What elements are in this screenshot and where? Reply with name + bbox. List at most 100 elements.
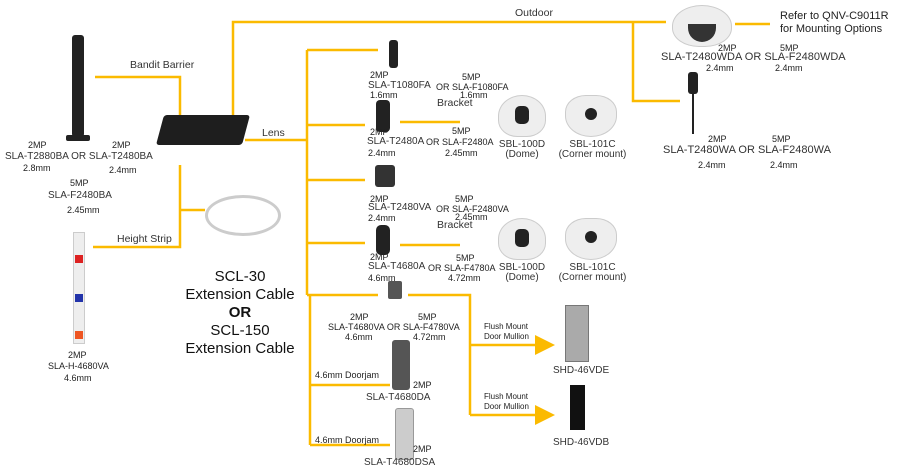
doorjam-label: 4.6mm Doorjam (315, 370, 380, 380)
sensor-T2480A (376, 100, 390, 132)
height-lens: 4.6mm (64, 373, 92, 383)
flush-a: Flush Mount (484, 392, 529, 401)
refer-line-2: for Mounting Options (780, 23, 883, 35)
mp5: 5MP (780, 43, 799, 53)
lens-label: Lens (262, 127, 285, 139)
bandit-barrier-image (72, 35, 84, 137)
mullion-VDE-image (565, 305, 589, 362)
dome-bracket-image (498, 95, 546, 137)
model2: SLA-T2480VA (368, 202, 432, 213)
corner-model: SBL-101C (569, 139, 616, 150)
lens5: 2.45mm (445, 148, 478, 158)
nvr-switch-image (155, 115, 251, 145)
mullion-trunk (408, 293, 472, 415)
mp5: 5MP (772, 134, 791, 144)
corner-bracket-image (565, 95, 617, 137)
flush-a: Flush Mount (484, 322, 529, 331)
dome-label-2: SBL-100D(Dome) (490, 263, 554, 283)
doorjam-dsa-mp: 2MP (413, 444, 432, 454)
bandit-model5: SLA-F2480BA (48, 190, 112, 201)
dome-bracket-image-2 (498, 218, 546, 260)
lens5: 2.45mm (455, 212, 488, 222)
lens5: 1.6mm (460, 90, 488, 100)
mp2: 2MP (708, 134, 727, 144)
mp5: 5MP (456, 253, 475, 263)
bandit-mp5: 5MP (70, 178, 89, 188)
bandit-line (95, 75, 182, 118)
height-strip-image (73, 232, 85, 344)
mullion-vdb-model: SHD-46VDB (553, 437, 610, 448)
dome-model: SBL-100D (498, 262, 546, 273)
lens5: 2.4mm (770, 160, 798, 170)
outdoor-dome-image (672, 5, 732, 47)
doorjam-da-model: SLA-T4680DA (366, 392, 431, 403)
sensor-T4680A (376, 225, 390, 255)
model5: OR SLA-F1080FA (436, 82, 509, 92)
model5: OR SLA-F2480A (426, 137, 494, 147)
cable-scl150: SCL-150 (210, 322, 270, 339)
bandit-models: SLA-T2880BA OR SLA-T2480BA (5, 151, 153, 162)
doorjam-label-2: 4.6mm Doorjam (315, 435, 380, 445)
cable-text: SCL-30 Extension Cable OR SCL-150 Extens… (180, 268, 300, 358)
models: SLA-T2480WDA OR SLA-F2480WDA (661, 51, 846, 63)
lens5: 4.72mm (413, 332, 446, 342)
lens5: 2.4mm (775, 63, 803, 73)
extension-cable-image (205, 195, 281, 236)
lens-branches (307, 48, 378, 297)
lens2: 2.4mm (698, 160, 726, 170)
refer-line-1: Refer to QNV-C9011R (780, 10, 889, 22)
corner-sub: (Corner mount) (558, 149, 627, 160)
bandit-mp2b: 2MP (112, 140, 131, 150)
corner-label: SBL-101C(Corner mount) (555, 140, 630, 160)
corner-bracket-image-2 (565, 218, 617, 260)
mp2: 2MP (370, 194, 389, 204)
bandit-base (66, 135, 90, 141)
dome-sub: (Dome) (505, 272, 539, 283)
corner-sub: (Corner mount) (558, 272, 627, 283)
mp2: 2MP (718, 43, 737, 53)
mullion-vde-model: SHD-46VDE (553, 365, 610, 376)
bandit-lens-b: 2.4mm (109, 165, 137, 175)
lens2: 4.6mm (345, 332, 373, 342)
cable-ext-2: Extension Cable (185, 340, 295, 357)
mp5: 5MP (418, 312, 437, 322)
bracket-lines (400, 120, 460, 247)
doorjam-da-mp: 2MP (413, 380, 432, 390)
lens2: 1.6mm (370, 90, 398, 100)
lens2: 2.4mm (368, 148, 396, 158)
cable-ext-1: Extension Cable (185, 286, 295, 303)
mullion-VDB-image (570, 385, 585, 430)
bandit-barrier-label: Bandit Barrier (130, 59, 195, 71)
mp5: 5MP (452, 126, 471, 136)
models: SLA-T2480WA OR SLA-F2480WA (663, 144, 831, 156)
model5: OR SLA-F2480VA (436, 204, 509, 214)
sensor-T2480VA (375, 165, 395, 187)
outdoor-wa-image (688, 72, 698, 94)
mp2: 2MP (370, 70, 389, 80)
lens2: 2.4mm (706, 63, 734, 73)
flush-b: Door Mullion (484, 332, 529, 341)
bandit-lens-a: 2.8mm (23, 163, 51, 173)
bandit-mp2a: 2MP (28, 140, 47, 150)
outdoor-wa-cable (692, 94, 694, 134)
outdoor-label: Outdoor (515, 7, 553, 19)
bandit-lens5: 2.45mm (67, 205, 100, 215)
dome-model: SBL-100D (498, 139, 546, 150)
corner-model: SBL-101C (569, 262, 616, 273)
corner-label-2: SBL-101C(Corner mount) (555, 263, 630, 283)
model2: SLA-T2480A (367, 136, 425, 147)
height-strip-line (93, 165, 205, 249)
flush-b: Door Mullion (484, 402, 529, 411)
model2: SLA-T4680A (368, 261, 426, 272)
mp2: 2MP (370, 252, 389, 262)
doorjam-lines (308, 295, 390, 447)
bracket-label-2: Bracket (437, 219, 473, 231)
mp5: 5MP (462, 72, 481, 82)
model5: OR SLA-F4780A (428, 263, 496, 273)
outdoor-line (231, 20, 666, 118)
lens5: 4.72mm (448, 273, 481, 283)
